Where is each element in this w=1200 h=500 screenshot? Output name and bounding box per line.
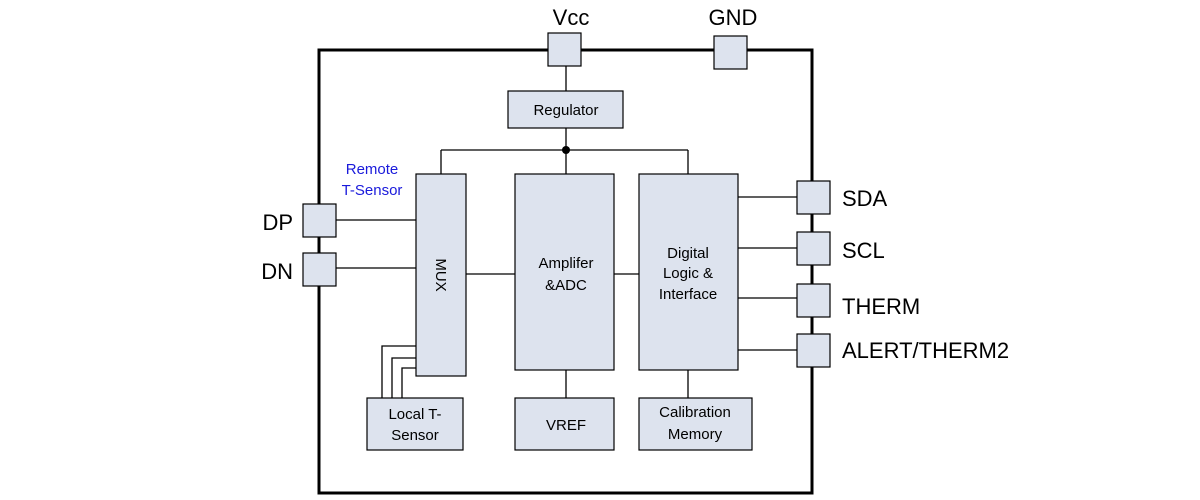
dp-label: DP (262, 210, 293, 235)
vcc-pin (547, 32, 582, 67)
remote-t-sensor-line1: Remote (346, 161, 399, 178)
digital-label-line3: Interface (659, 286, 717, 303)
sda-pin (796, 180, 831, 215)
digital-label-line1: Digital (667, 245, 709, 262)
wires (336, 66, 797, 398)
therm-label: THERM (842, 294, 920, 319)
dp-pin (302, 203, 337, 238)
scl-pin (796, 231, 831, 266)
regulator-block (507, 90, 624, 129)
calibration-label-line2: Memory (668, 426, 723, 443)
scl-label: SCL (842, 238, 885, 263)
vcc-label: Vcc (553, 5, 590, 30)
gnd-pin (713, 35, 748, 70)
vref-label: VREF (546, 417, 586, 434)
remote-t-sensor-line2: T-Sensor (342, 182, 403, 199)
amplifier-label-line1: Amplifer (538, 255, 593, 272)
local-sensor-label-line2: Sensor (391, 427, 439, 444)
dn-pin (302, 252, 337, 287)
calibration-label-line1: Calibration (659, 404, 731, 421)
digital-label-line2: Logic & (663, 265, 713, 282)
dn-label: DN (261, 259, 293, 284)
local-t-sensor-block (366, 397, 464, 451)
vref-block (514, 397, 615, 451)
local-sensor-label-line1: Local T- (388, 406, 441, 423)
amplifier-label-line2: &ADC (545, 277, 587, 294)
amplifier-adc-block (514, 173, 615, 371)
mux-block (415, 173, 467, 377)
gnd-label: GND (709, 5, 758, 30)
digital-logic-block (638, 173, 739, 371)
regulator-label: Regulator (533, 102, 598, 119)
mux-label: MUX (432, 258, 449, 291)
therm-pin (796, 283, 831, 318)
junction-dot (562, 146, 570, 154)
calibration-memory-block (638, 397, 753, 451)
alert-pin (796, 333, 831, 368)
sda-label: SDA (842, 186, 888, 211)
alert-label: ALERT/THERM2 (842, 338, 1009, 363)
